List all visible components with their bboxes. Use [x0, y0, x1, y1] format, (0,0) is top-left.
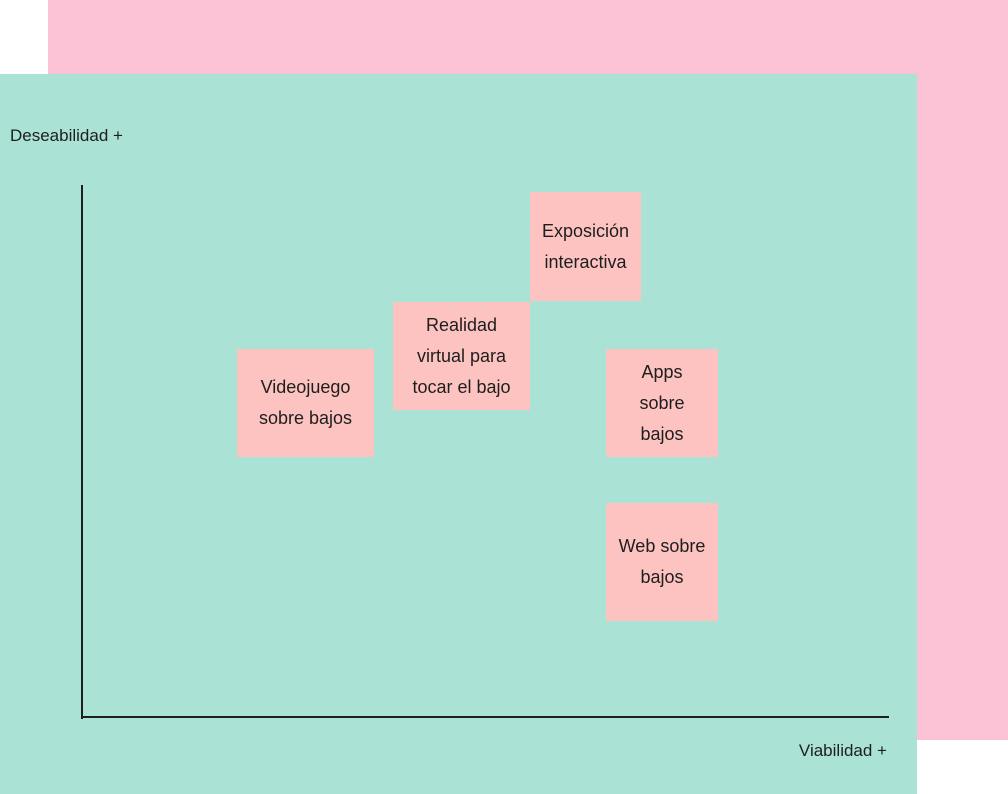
- sticky-note-videojuego[interactable]: Videojuego sobre bajos: [237, 349, 374, 457]
- note-line: Web sobre: [618, 536, 706, 556]
- y-axis-line: [81, 185, 83, 719]
- note-line: Exposición: [541, 220, 630, 241]
- sticky-note-web[interactable]: Web sobre bajos: [606, 503, 718, 621]
- x-axis-label: Viabilidad +: [798, 741, 887, 760]
- note-line: Videojuego: [260, 377, 351, 397]
- y-axis-label: Deseabilidad +: [10, 126, 123, 145]
- note-line: virtual para: [416, 345, 507, 366]
- sticky-note-text: Apps sobre bajos: [639, 357, 684, 450]
- note-line: sobre bajos: [258, 408, 353, 428]
- note-line: sobre: [639, 392, 685, 413]
- note-line: tocar el bajo: [412, 376, 511, 397]
- note-line: Apps: [641, 361, 683, 382]
- note-line: bajos: [640, 567, 684, 587]
- sticky-note-apps[interactable]: Apps sobre bajos: [606, 349, 718, 457]
- sticky-note-text: Videojuego sobre bajos: [259, 372, 352, 434]
- x-axis-line: [81, 716, 889, 718]
- note-line: Realidad: [425, 314, 498, 335]
- sticky-note-text: Exposición interactiva: [542, 216, 629, 278]
- sticky-note-realidad-virtual[interactable]: Realidad virtual para tocar el bajo: [393, 302, 530, 410]
- matrix-board: Deseabilidad + Viabilidad + Videojuego s…: [0, 74, 917, 794]
- note-line: bajos: [640, 423, 684, 444]
- sticky-note-text: Web sobre bajos: [619, 531, 706, 593]
- sticky-note-text: Realidad virtual para tocar el bajo: [412, 310, 510, 403]
- sticky-note-exposicion[interactable]: Exposición interactiva: [530, 192, 641, 301]
- note-line: interactiva: [544, 251, 627, 272]
